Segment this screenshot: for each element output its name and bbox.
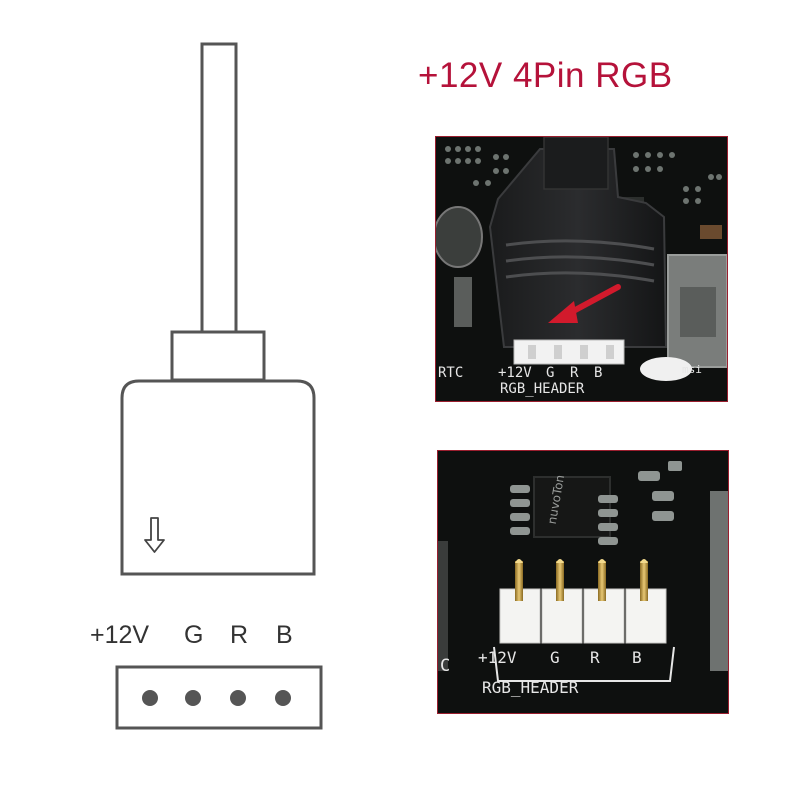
silk-pin-12v: +12V	[478, 648, 517, 667]
plug-cable	[543, 137, 609, 190]
photo-connector-plugged: RTC +12V G R B RGB_HEADER msi	[435, 136, 728, 402]
pcb-components	[445, 146, 722, 204]
rgb-header-pins	[499, 559, 667, 644]
down-arrow-icon	[144, 517, 165, 553]
silk-pin-b: B	[632, 648, 642, 667]
pin-hole-r	[230, 690, 246, 706]
silk-msi: msi	[682, 363, 702, 376]
photo-bottom-illustration: nuvoTon C +12V	[438, 451, 728, 713]
pin-hole-12v	[142, 690, 158, 706]
silk-pin-g: G	[550, 648, 560, 667]
pin-label-g: G	[184, 621, 203, 649]
silk-pin-b: B	[594, 365, 602, 381]
pin-label-12v: +12V	[90, 621, 149, 649]
silk-header: RGB_HEADER	[482, 678, 579, 697]
red-arrow-icon	[548, 284, 621, 323]
silk-rtc: RTC	[438, 365, 463, 381]
silk-header: RGB_HEADER	[500, 381, 585, 397]
silk-pin-g: G	[546, 365, 554, 381]
pcb-components	[510, 461, 682, 545]
silk-pin-12v: +12V	[498, 365, 532, 381]
connector-neck	[170, 330, 266, 382]
silk-c: C	[440, 656, 450, 676]
pin-label-b: B	[276, 621, 293, 649]
nuvoton-chip	[533, 476, 611, 538]
pin-label-r: R	[230, 621, 248, 649]
cable-outline	[200, 42, 238, 336]
silk-pin-r: R	[570, 365, 579, 381]
connector-body	[120, 379, 316, 576]
pin-hole-b	[275, 690, 291, 706]
silk-pin-r: R	[590, 648, 600, 667]
photo-header-pins: nuvoTon C +12V	[437, 450, 729, 714]
diagram-title: +12V 4Pin RGB	[418, 56, 673, 95]
pin-hole-g	[185, 690, 201, 706]
rgb-plug	[488, 148, 668, 348]
photo-top-illustration: RTC +12V G R B RGB_HEADER msi	[436, 137, 727, 401]
connector-drawing: +12V G R B	[90, 42, 323, 730]
side-connector	[710, 491, 728, 671]
